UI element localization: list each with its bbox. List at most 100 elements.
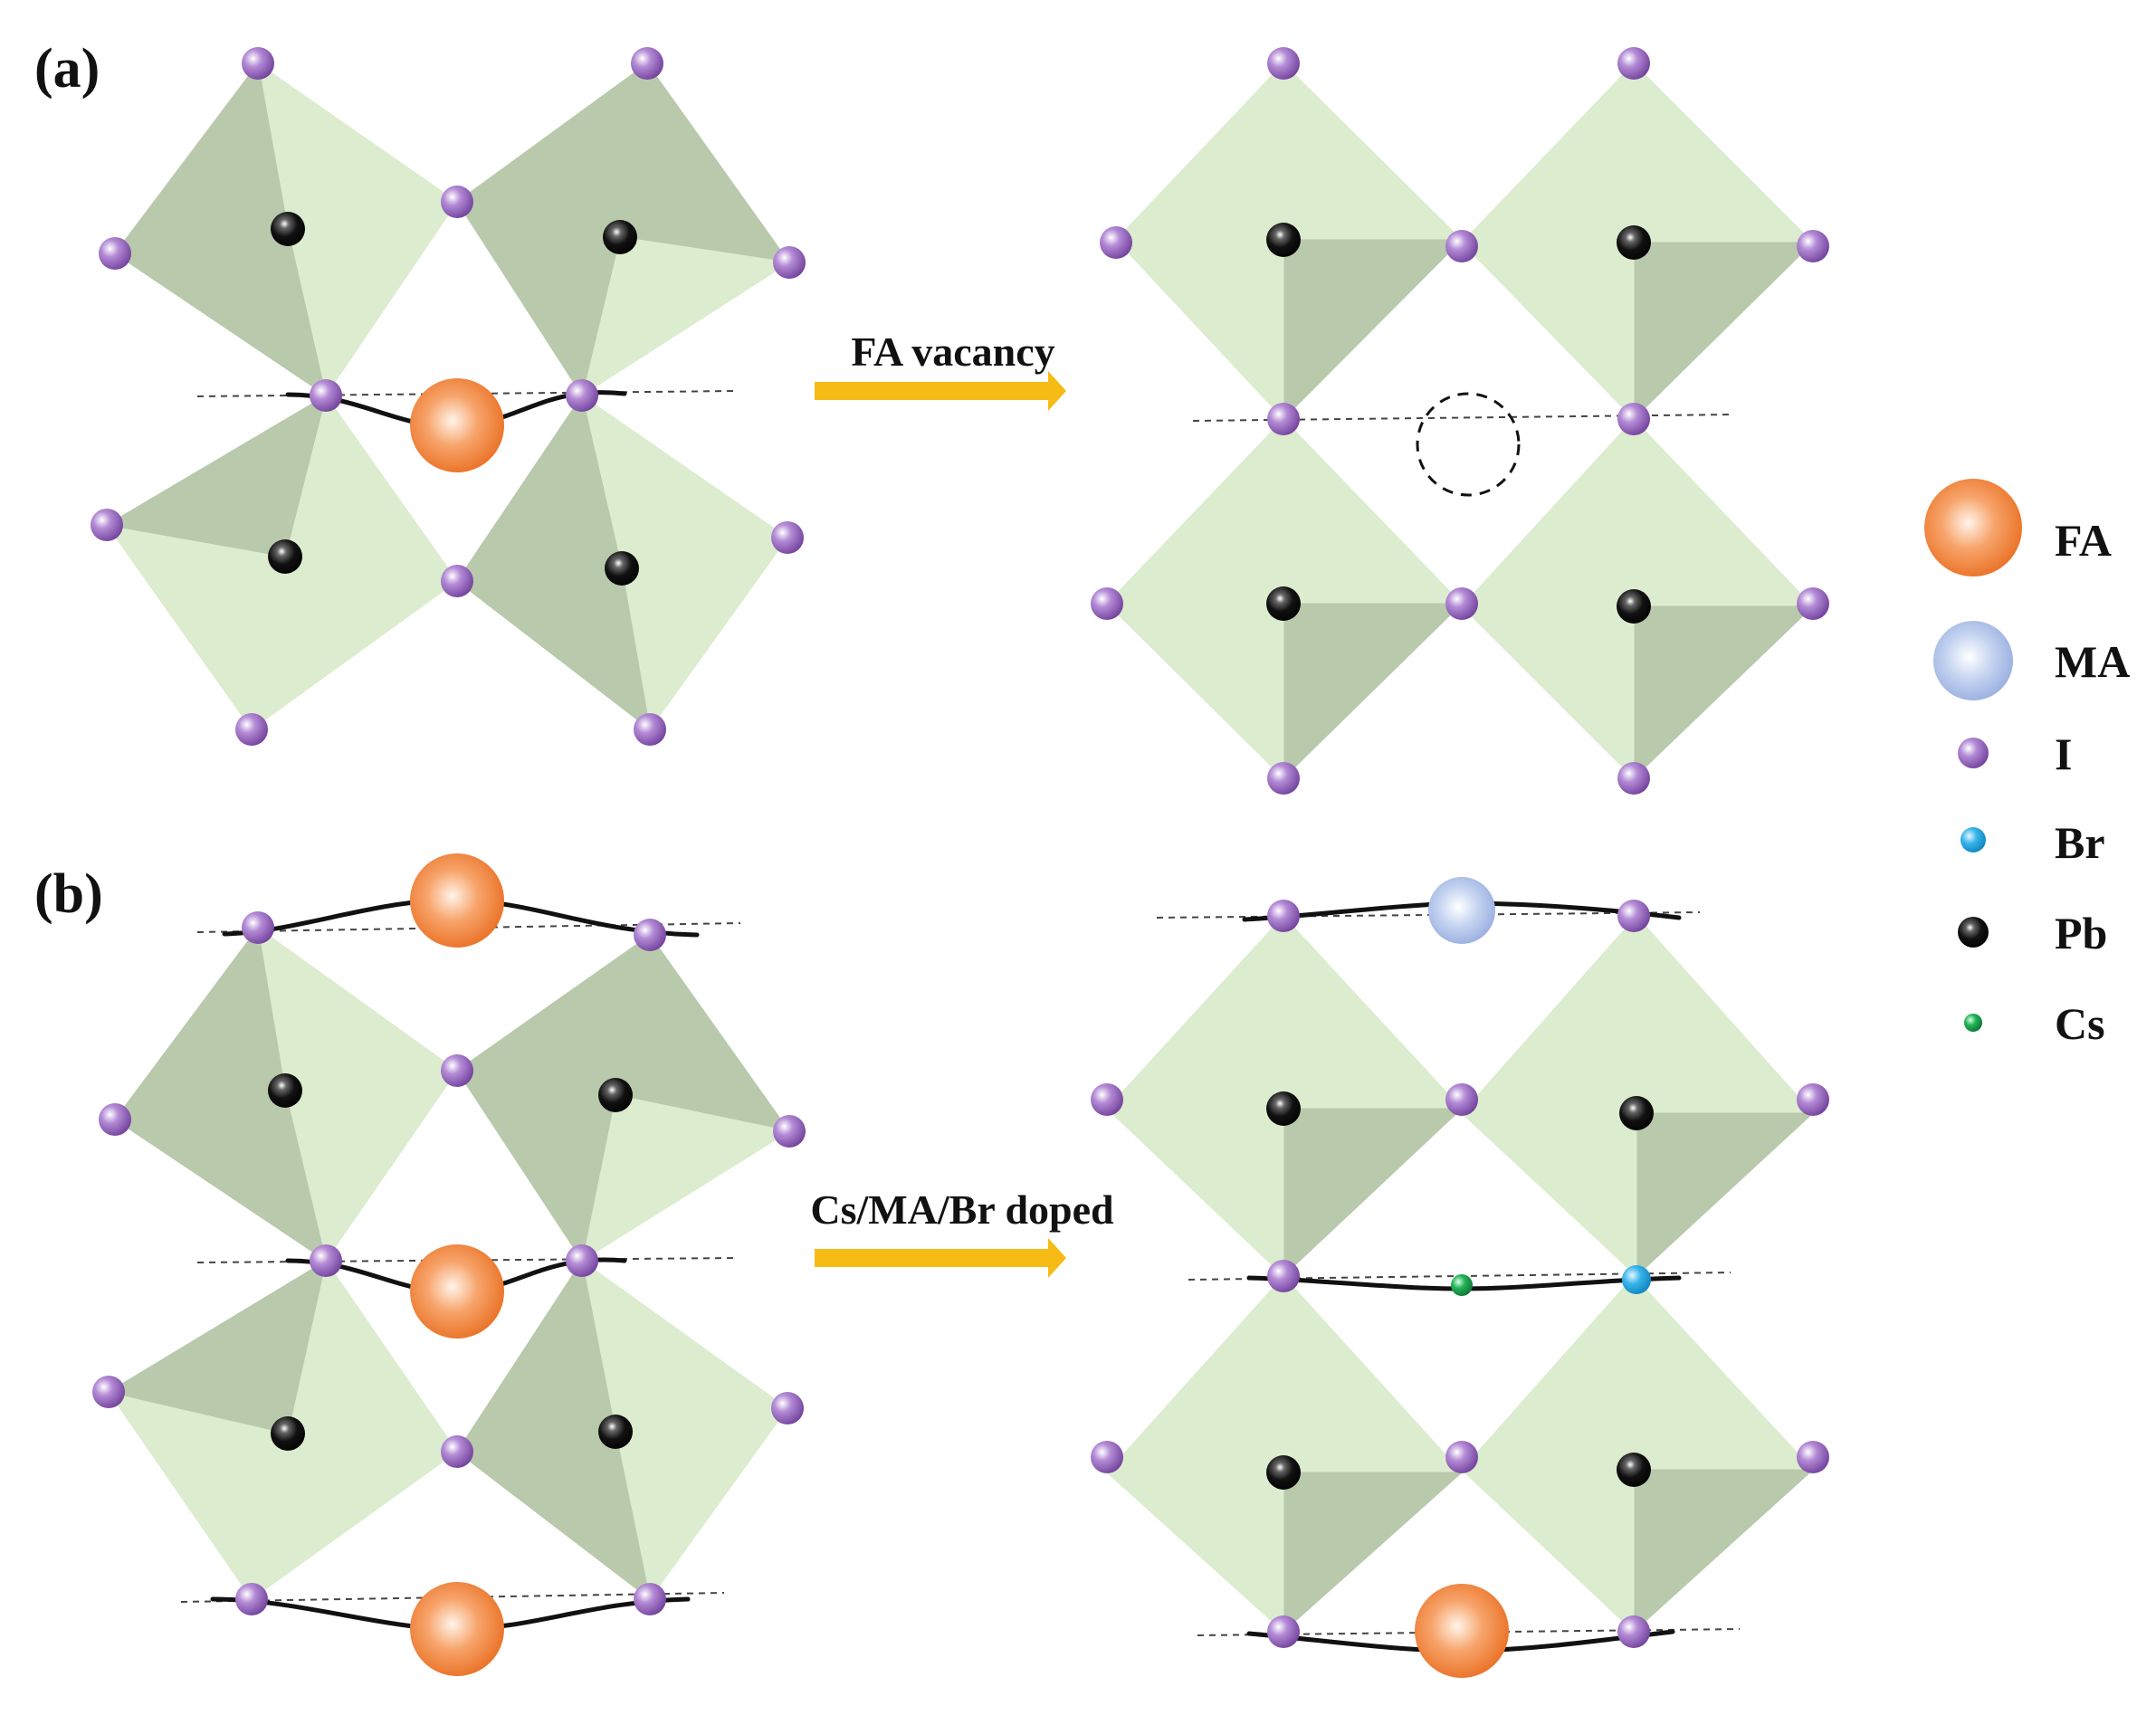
i-atom-a-right-2 — [1617, 47, 1650, 80]
octa-b-right-4-face-2 — [1633, 1469, 1814, 1633]
i-atom-a-right-1 — [1267, 47, 1300, 80]
octa-b-right-3-face-4 — [1106, 1275, 1284, 1473]
i-atom-a-right-3 — [1100, 226, 1132, 259]
fa-vacancy-circle — [1416, 392, 1521, 497]
atoms-layer — [91, 47, 1829, 1678]
legend-swatch-pb — [1958, 917, 1989, 948]
i-atom-a-left-7 — [566, 379, 598, 412]
legend-label-fa: FA — [2055, 515, 2112, 566]
octa-b-right-1-face-2 — [1283, 1108, 1463, 1277]
pb-atom-b-right-3 — [1266, 1455, 1301, 1490]
legend-label-cs: Cs — [2055, 998, 2105, 1049]
fa-atom-b-left-mid — [410, 1244, 504, 1339]
i-atom-b-left-5 — [773, 1115, 806, 1148]
arrow-label-cs-ma-br-doped: Cs/MA/Br doped — [810, 1186, 1114, 1233]
octa-a-right-4-face-2 — [1633, 605, 1814, 779]
octa-a-right-2-face-2 — [1633, 242, 1814, 420]
i-atom-b-left-7 — [566, 1244, 598, 1277]
octa-a-right-1-face-1 — [1283, 62, 1463, 241]
i-atom-a-left-9 — [441, 565, 473, 597]
pb-atom-a-right-1 — [1266, 223, 1301, 257]
legend-swatch-fa — [1924, 479, 2022, 576]
pb-atom-a-left-1 — [271, 212, 305, 246]
i-atom-b-right-5 — [1797, 1083, 1829, 1116]
i-atom-b-left-12 — [634, 1583, 666, 1615]
octa-a-right-4-face-4 — [1461, 418, 1635, 607]
octa-b-right-2-face-2 — [1636, 1112, 1814, 1277]
octa-b-right-1-face-4 — [1106, 915, 1284, 1110]
octa-a-left-1-face-4 — [114, 62, 289, 254]
i-atom-b-right-8 — [1445, 1441, 1478, 1473]
octa-b-left-2-face-4 — [456, 934, 651, 1096]
octa-a-left-2-face-4 — [456, 62, 648, 238]
i-atom-a-left-5 — [773, 246, 806, 279]
fa-atom-b-left-top — [410, 853, 504, 948]
octa-a-right-3-face-1 — [1283, 418, 1463, 605]
arrow-fa-vacancy: FA vacancy — [815, 329, 1066, 411]
i-atom-a-right-8 — [1091, 587, 1123, 620]
i-atom-b-right-6 — [1267, 1260, 1300, 1292]
octa-a-right-4-face-3 — [1461, 605, 1635, 779]
legend-swatch-br — [1960, 827, 1986, 853]
i-atom-b-left-8 — [92, 1376, 125, 1408]
octa-a-left-1-face-1 — [257, 62, 458, 230]
octa-b-right-2-face-1 — [1636, 915, 1814, 1114]
i-atom-a-left-6 — [310, 379, 342, 412]
octa-a-right-1-face-2 — [1283, 239, 1463, 420]
octa-a-left-4-face-4 — [456, 395, 623, 582]
legend-label-ma: MA — [2055, 636, 2130, 687]
i-atom-b-left-2 — [634, 919, 666, 951]
i-atom-a-left-1 — [242, 47, 274, 80]
octa-a-right-1-face-3 — [1115, 239, 1284, 420]
arrow-cs-ma-br-doped: Cs/MA/Br doped — [810, 1186, 1114, 1278]
i-atom-a-right-9 — [1445, 587, 1478, 620]
i-atom-b-left-9 — [441, 1435, 473, 1468]
i-atom-a-left-4 — [441, 186, 473, 218]
i-atom-b-left-1 — [242, 911, 274, 944]
i-atom-b-left-3 — [99, 1103, 131, 1136]
octa-b-left-1-face-1 — [257, 927, 458, 1091]
panel-label-a: (a) — [34, 38, 100, 100]
octa-a-right-2-face-4 — [1461, 62, 1635, 243]
octa-a-left-3-face-2 — [251, 556, 458, 730]
i-atom-b-right-1 — [1267, 900, 1300, 932]
fa-atom-a-left — [410, 378, 504, 472]
i-atom-b-left-4 — [441, 1054, 473, 1087]
octa-b-right-4-face-4 — [1461, 1275, 1635, 1471]
octa-a-left-3-face-4 — [106, 395, 327, 557]
pb-atom-a-left-2 — [603, 220, 637, 254]
octa-b-left-4-face-1 — [581, 1260, 788, 1433]
i-atom-b-left-11 — [235, 1583, 268, 1615]
octa-a-right-2-face-3 — [1461, 242, 1635, 420]
pb-atom-a-right-4 — [1617, 589, 1651, 624]
i-atom-a-right-5 — [1797, 230, 1829, 262]
fa-atom-b-left-bot — [410, 1582, 504, 1676]
dashed-line-b-right-top — [1156, 911, 1701, 919]
legend-swatch-cs — [1964, 1014, 1982, 1032]
octa-b-left-1-face-4 — [114, 927, 286, 1120]
octa-b-left-3-face-4 — [108, 1260, 327, 1434]
octa-a-right-3-face-2 — [1283, 603, 1463, 779]
i-atom-a-right-12 — [1617, 762, 1650, 795]
octahedra-layer — [106, 62, 1814, 1633]
i-atom-a-left-10 — [771, 521, 804, 554]
i-atom-b-right-2 — [1617, 900, 1650, 932]
i-atom-a-left-3 — [99, 237, 131, 270]
octa-b-right-1-face-3 — [1106, 1108, 1284, 1277]
i-atom-b-right-7 — [1091, 1441, 1123, 1473]
cs-atom-b-right — [1451, 1274, 1473, 1296]
octa-b-right-3-face-3 — [1106, 1472, 1284, 1633]
i-atom-a-left-11 — [235, 713, 268, 746]
legend-swatch-i — [1958, 738, 1989, 768]
pb-atom-a-left-3 — [268, 539, 302, 574]
octa-b-right-2-face-3 — [1461, 1112, 1637, 1277]
pb-atom-b-right-1 — [1266, 1091, 1301, 1126]
i-atom-b-right-3 — [1091, 1083, 1123, 1116]
arrow-label-fa-vacancy: FA vacancy — [851, 329, 1054, 375]
pb-atom-b-right-2 — [1619, 1096, 1654, 1130]
octa-b-left-4-face-4 — [456, 1260, 616, 1453]
legend-label-pb: Pb — [2055, 908, 2107, 958]
legend-swatch-ma — [1933, 621, 2013, 700]
pb-atom-b-left-1 — [268, 1073, 302, 1108]
